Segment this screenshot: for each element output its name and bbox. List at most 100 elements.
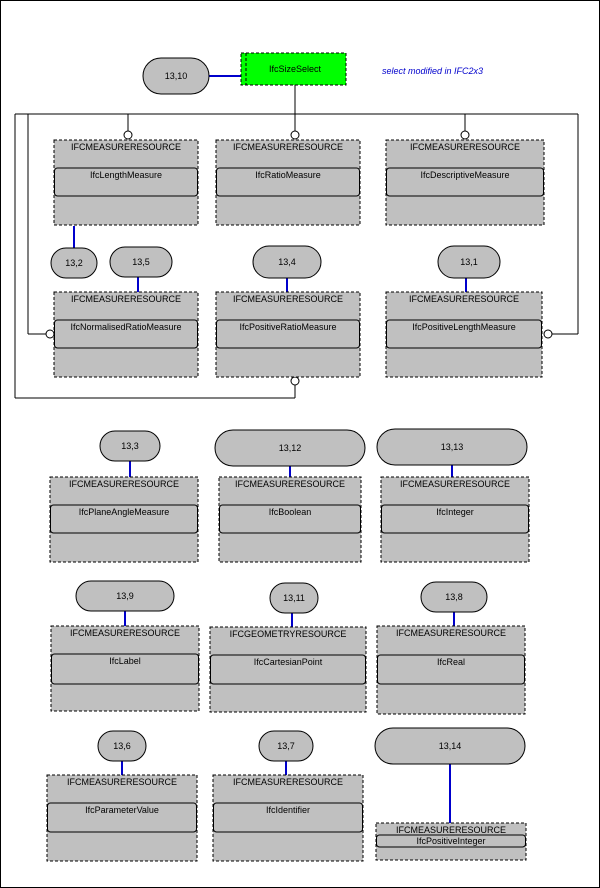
- entity-box[interactable]: IFCMEASURERESOURCE IfcRatioMeasure: [215, 139, 361, 226]
- page-ref-label: 13,8: [445, 592, 463, 602]
- entity-name-label: IfcInteger: [436, 507, 474, 517]
- page-ref-label: 13,6: [113, 741, 131, 751]
- entity-schema-label: IFCMEASURERESOURCE: [71, 294, 181, 304]
- page-ref-pill[interactable]: 13,10: [142, 57, 210, 95]
- entity-name-box: [377, 654, 525, 685]
- entity-name-box: [376, 834, 526, 848]
- entity-box[interactable]: IFCMEASURERESOURCE IfcNormalisedRatioMeas…: [53, 291, 199, 378]
- page-ref-pill[interactable]: 13,1: [437, 245, 501, 279]
- pill-shape: [269, 582, 319, 614]
- page-ref-pill[interactable]: 13,6: [97, 730, 147, 762]
- select-type-label: IfcSizeSelect: [269, 64, 322, 74]
- page-ref-pill[interactable]: 13,7: [258, 730, 314, 762]
- circle-icon: [45, 329, 55, 339]
- entity-name-label: IfcParameterValue: [85, 805, 159, 815]
- entity-name-box: [54, 167, 198, 197]
- entity-schema-label: IFCMEASURERESOURCE: [233, 777, 343, 787]
- entity-box[interactable]: IFCMEASURERESOURCE IfcInteger: [380, 476, 530, 563]
- entity-boxes: IFCMEASURERESOURCEIfcLengthMeasureIFCMEA…: [46, 139, 545, 862]
- entity-schema-label: IFCMEASURERESOURCE: [400, 479, 510, 489]
- page-ref-pill[interactable]: 13,11: [269, 582, 319, 614]
- entity-name-label: IfcPlaneAngleMeasure: [79, 507, 170, 517]
- pill-shape: [258, 730, 314, 762]
- page-ref-label: 13,3: [121, 441, 139, 451]
- entity-schema-label: IFCMEASURERESOURCE: [235, 479, 345, 489]
- entity-box[interactable]: IFCMEASURERESOURCE IfcDescriptiveMeasure: [385, 139, 545, 226]
- page-ref-pill[interactable]: 13,13: [376, 428, 528, 466]
- entity-schema-label: IFCMEASURERESOURCE: [69, 479, 179, 489]
- pill-shape: [214, 429, 366, 467]
- entity-name-box: [381, 504, 529, 534]
- pill-shape: [374, 727, 526, 765]
- page-ref-pill[interactable]: 13,8: [420, 581, 488, 613]
- page-ref-label: 13,9: [116, 591, 134, 601]
- entity-box[interactable]: IFCMEASURERESOURCEIfcPositiveRatioMeasur…: [215, 291, 361, 378]
- page-ref-label: 13,10: [165, 71, 188, 81]
- pill-shape: [75, 580, 175, 612]
- entity-name-box: [386, 167, 544, 197]
- page-references: 13,10 13,2 13,5 13,4 13,1 13,3 13,12 13,13 13,9 1…: [50, 57, 528, 765]
- pill-shape: [437, 245, 501, 279]
- page-ref-pill[interactable]: 13,12: [214, 429, 366, 467]
- page-ref-pill[interactable]: 13,2: [50, 247, 98, 279]
- pill-shape: [252, 245, 322, 279]
- entity-box[interactable]: IFCMEASURERESOURCE IfcParameterValue: [46, 774, 198, 862]
- entity-schema-label: IFCMEASURERESOURCE: [70, 628, 180, 638]
- entity-name-label: IfcDescriptiveMeasure: [420, 170, 509, 180]
- entity-name-box: [47, 802, 197, 833]
- page-ref-label: 13,4: [278, 257, 296, 267]
- entity-box[interactable]: IFCMEASURERESOURCE IfcLabel: [50, 625, 200, 712]
- entity-box[interactable]: IFCMEASURERESOURCE IfcReal: [376, 625, 526, 715]
- pill-shape: [109, 246, 173, 278]
- circle-icon: [290, 130, 300, 140]
- page-ref-pill[interactable]: 13,3: [99, 430, 161, 462]
- page-ref-label: 13,5: [132, 257, 150, 267]
- entity-name-box: [216, 167, 360, 197]
- entity-schema-label: IFCMEASURERESOURCE: [396, 825, 506, 835]
- page-ref-label: 13,11: [283, 593, 305, 603]
- entity-name-label: IfcNormalisedRatioMeasure: [70, 322, 181, 332]
- entity-name-label: IfcLabel: [109, 656, 141, 666]
- entity-name-label: IfcBoolean: [269, 507, 312, 517]
- entity-schema-label: IFCMEASURERESOURCE: [233, 142, 343, 152]
- entity-schema-label: IFCMEASURERESOURCE: [396, 628, 506, 638]
- entity-name-box: [210, 654, 366, 685]
- entity-name-label: IfcPositiveInteger: [416, 836, 485, 846]
- entity-name-box: [386, 319, 542, 349]
- entity-name-box: [216, 319, 360, 349]
- entity-name-label: IfcCartesianPoint: [254, 657, 323, 667]
- entity-name-box: [213, 802, 363, 833]
- entity-box[interactable]: IFCMEASURERESOURCE IfcBoolean: [218, 476, 362, 563]
- entity-schema-label: IFCMEASURERESOURCE: [67, 777, 177, 787]
- pill-shape: [97, 730, 147, 762]
- pill-shape: [142, 57, 210, 95]
- select-tree-lines: [14, 85, 579, 399]
- entity-name-label: IfcReal: [437, 657, 465, 667]
- pill-shape: [50, 247, 98, 279]
- modification-note: select modified in IFC2x3: [382, 66, 483, 76]
- circle-icon: [543, 329, 553, 339]
- entity-box[interactable]: IFCMEASURERESOURCE IfcPlaneAngleMeasure: [49, 476, 199, 563]
- entity-name-box: [51, 653, 199, 685]
- circle-icon: [123, 130, 133, 140]
- page-ref-label: 13,7: [277, 741, 295, 751]
- entity-schema-label: IFCMEASURERESOURCE: [409, 294, 519, 304]
- page-ref-label: 13,2: [65, 258, 83, 268]
- select-type-node[interactable]: IfcSizeSelect: [240, 52, 347, 86]
- entity-name-label: IfcRatioMeasure: [255, 170, 321, 180]
- page-ref-label: 13,14: [439, 741, 462, 751]
- entity-schema-label: IFCMEASURERESOURCE: [233, 294, 343, 304]
- page-ref-pill[interactable]: 13,5: [109, 246, 173, 278]
- page-ref-connectors: [73, 75, 467, 823]
- page-ref-pill[interactable]: 13,14: [374, 727, 526, 765]
- page-ref-pill[interactable]: 13,4: [252, 245, 322, 279]
- entity-schema-label: IFCMEASURERESOURCE: [410, 142, 520, 152]
- page-ref-pill[interactable]: 13,9: [75, 580, 175, 612]
- entity-box[interactable]: IFCMEASURERESOURCEIfcPositiveLengthMeasu…: [385, 291, 543, 378]
